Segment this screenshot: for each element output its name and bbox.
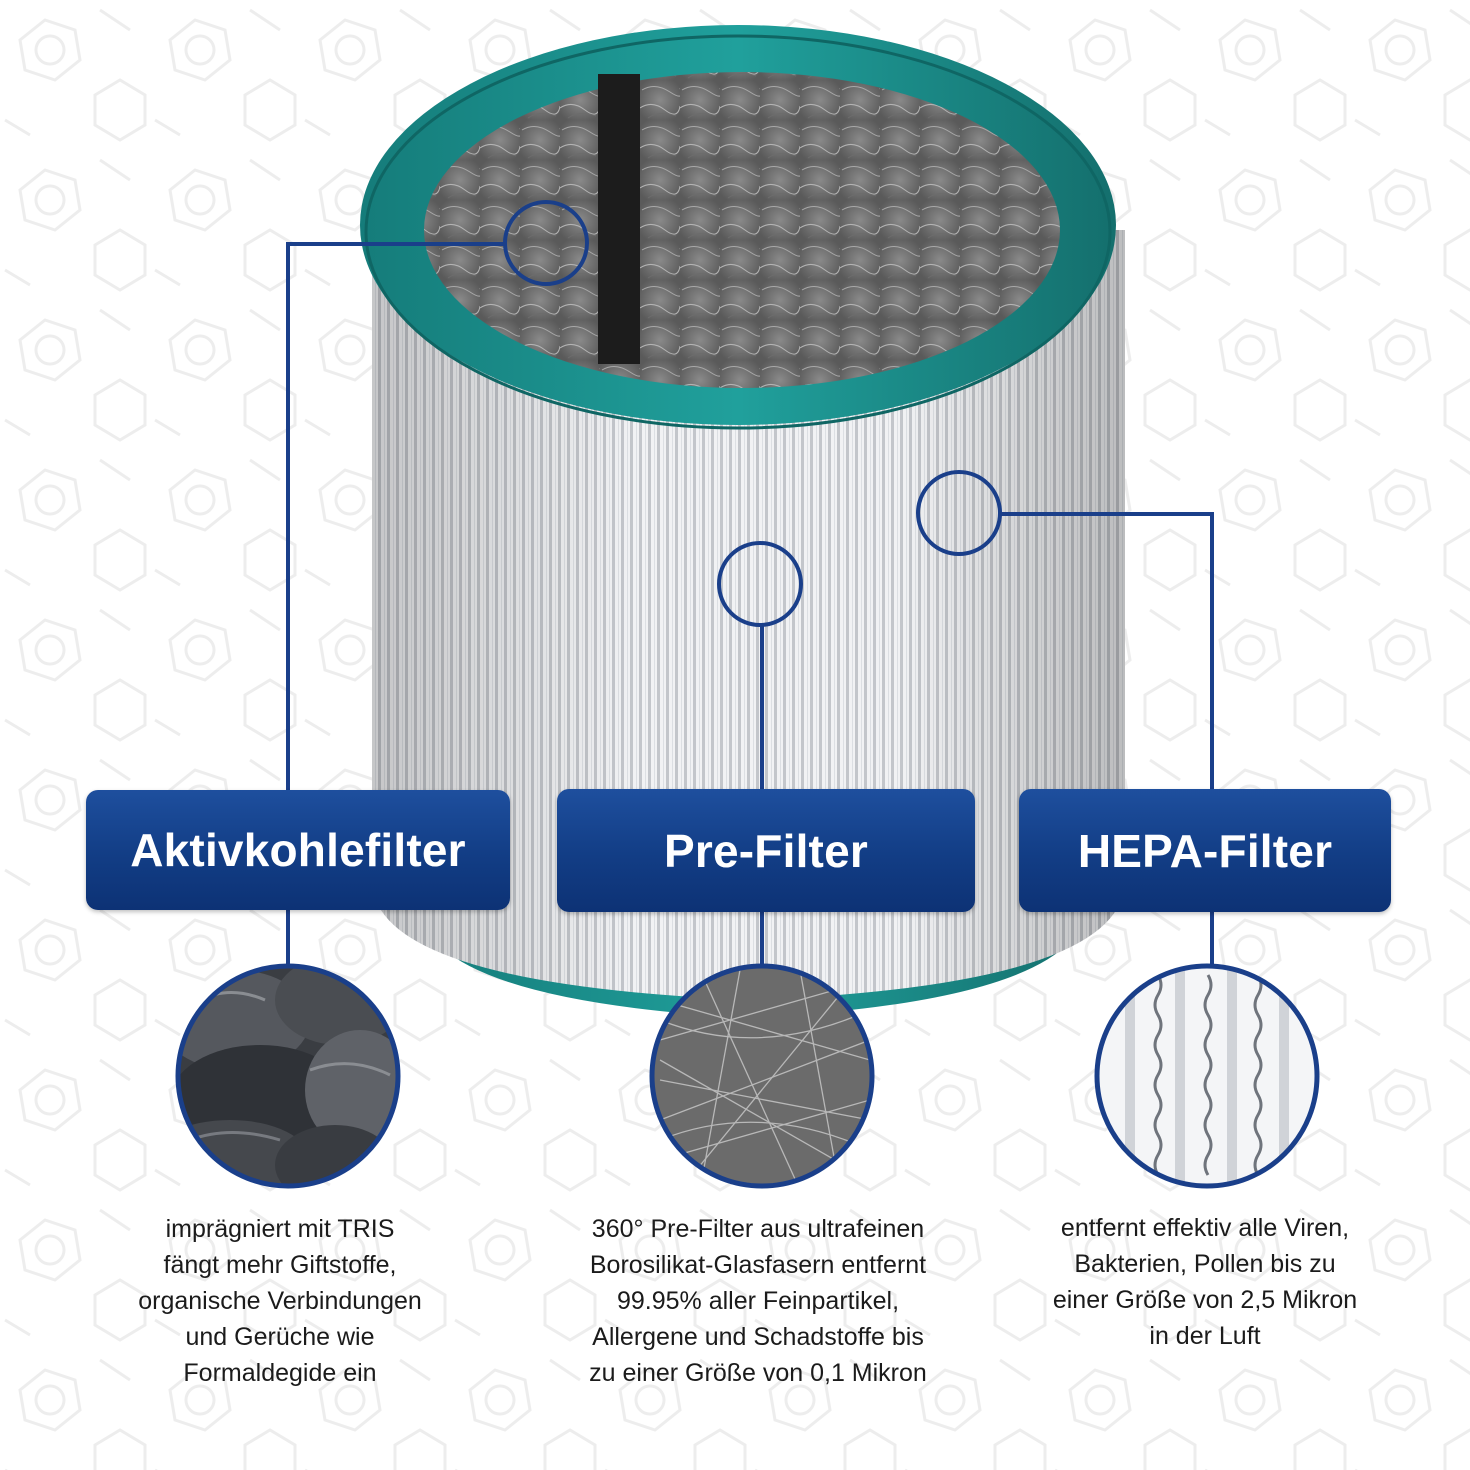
carbon-magnifier — [503, 200, 589, 286]
desc-hepa: entfernt effektiv alle Viren, Bakterien,… — [1010, 1210, 1400, 1354]
desc-line: 99.95% aller Feinpartikel, — [616, 1287, 900, 1315]
label-activated-carbon: Aktivkohlefilter — [86, 790, 510, 910]
desc-line: zu einer Größe von 0,1 Mikron — [589, 1359, 927, 1387]
desc-line: 360° Pre-Filter aus ultrafeinen — [591, 1215, 925, 1243]
desc-activated-carbon: imprägniert mit TRIS fängt mehr Giftstof… — [80, 1211, 480, 1391]
desc-line: Borosilikat-Glasfasern entfernt — [589, 1251, 927, 1279]
label-pre-filter-text: Pre-Filter — [664, 824, 868, 877]
magnifier-circles — [503, 200, 1002, 627]
desc-line: und Gerüche wie — [185, 1323, 375, 1351]
label-pre-filter: Pre-Filter — [557, 789, 975, 912]
desc-line: Bakterien, Pollen bis zu — [1074, 1250, 1336, 1278]
glass-fiber-mesh-icon — [649, 963, 875, 1189]
label-hepa: HEPA-Filter — [1019, 789, 1391, 912]
label-activated-carbon-text: Aktivkohlefilter — [130, 824, 466, 876]
desc-line: entfernt effektiv alle Viren, — [1060, 1214, 1350, 1242]
callout-lines — [286, 242, 1214, 968]
desc-pre-filter: 360° Pre-Filter aus ultrafeinen Borosili… — [538, 1211, 978, 1391]
desc-line: in der Luft — [1149, 1322, 1261, 1350]
desc-line: Allergene und Schadstoffe bis — [592, 1323, 924, 1351]
desc-line: imprägniert mit TRIS — [165, 1215, 395, 1243]
desc-line: einer Größe von 2,5 Mikron — [1052, 1286, 1358, 1314]
desc-line: Formaldegide ein — [183, 1359, 377, 1387]
charcoal-chunks-icon — [175, 963, 401, 1189]
hepa-magnifier — [916, 470, 1002, 556]
pleated-media-icon — [1094, 963, 1320, 1189]
filter-top-ring — [360, 25, 1116, 430]
prefilter-magnifier — [717, 541, 803, 627]
desc-line: fängt mehr Giftstoffe, — [163, 1251, 397, 1279]
desc-line: organische Verbindungen — [138, 1287, 422, 1315]
label-hepa-text: HEPA-Filter — [1077, 824, 1333, 877]
